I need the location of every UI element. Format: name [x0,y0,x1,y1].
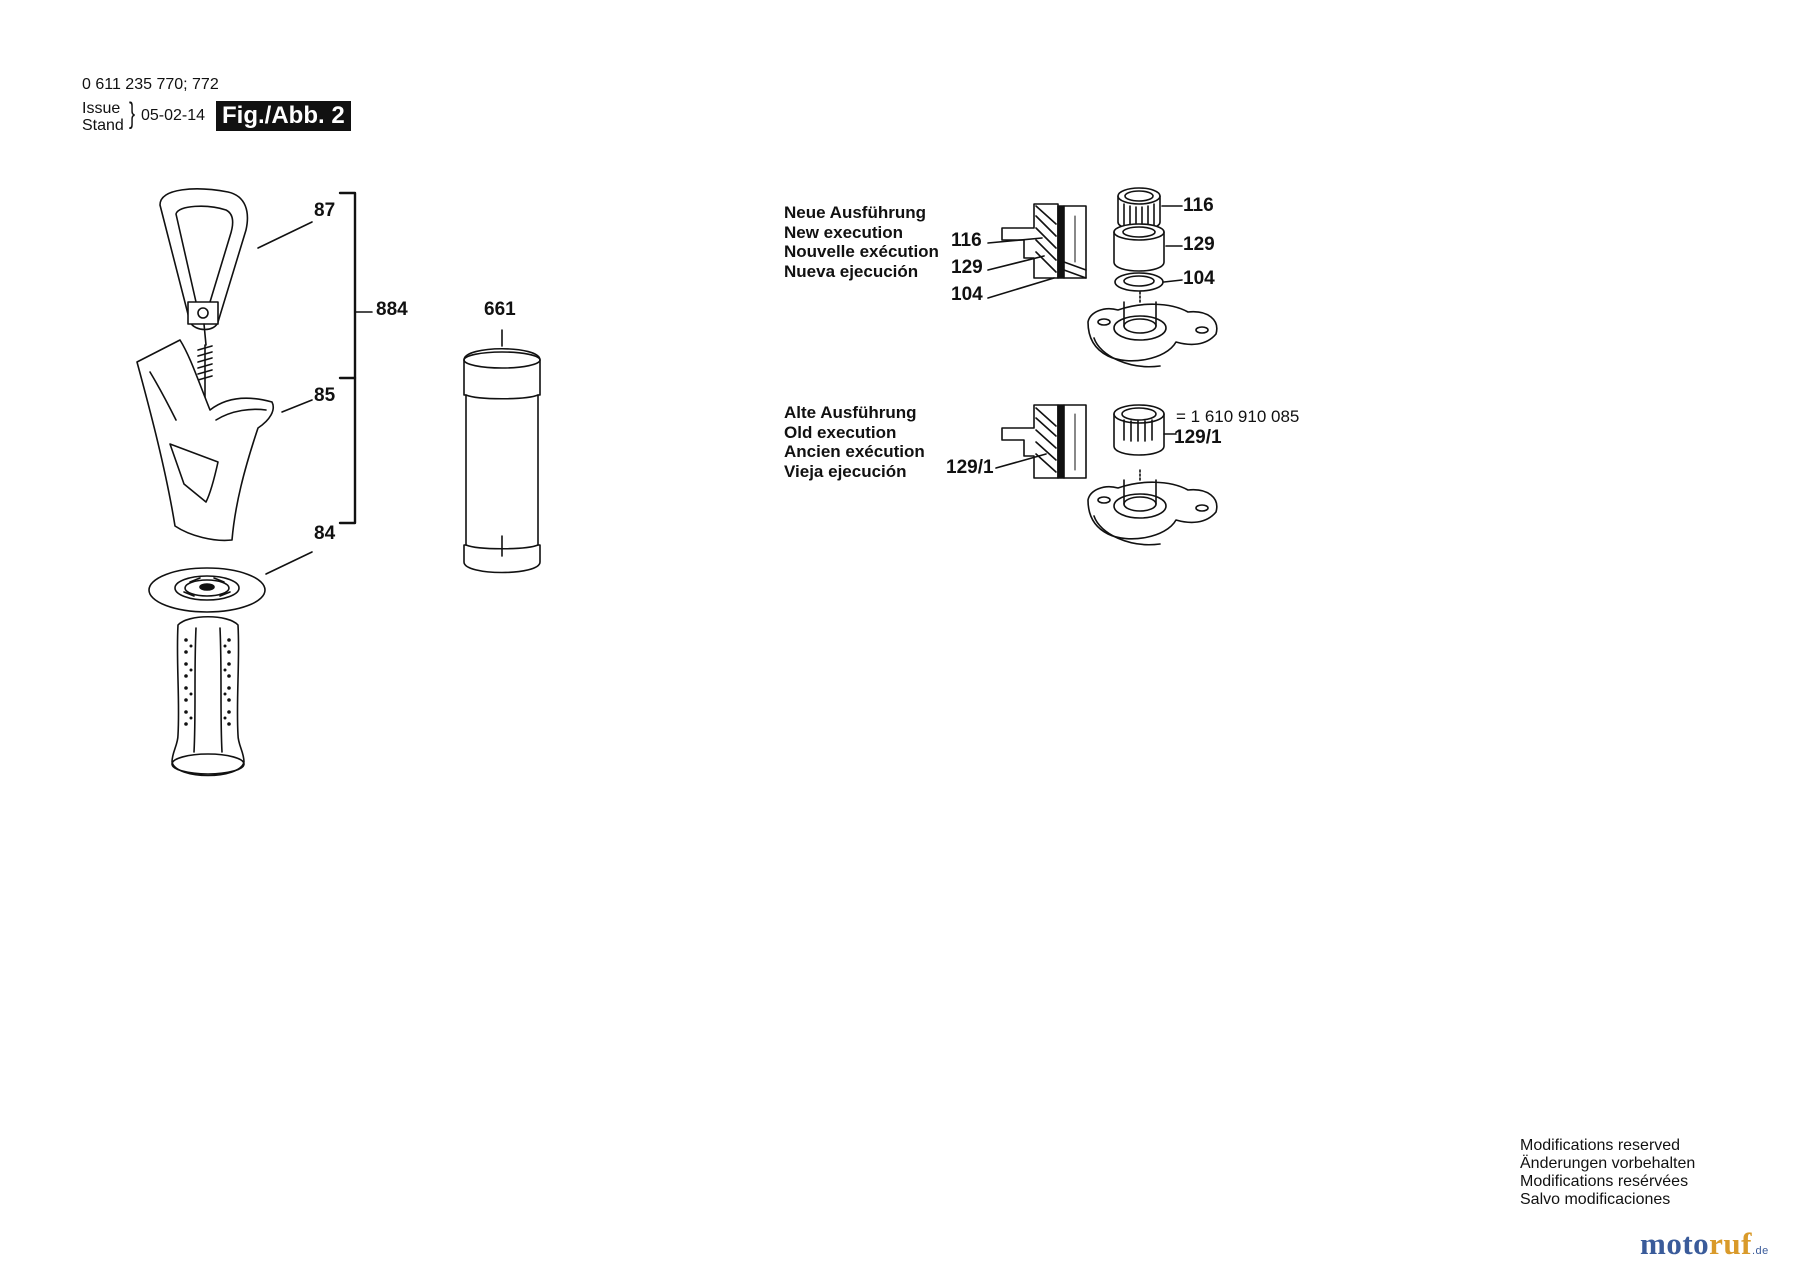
old-execution-de: Alte Ausführung [784,403,917,422]
brand-text-part1: moto [1640,1226,1710,1261]
old-execution-labels: Alte Ausführung Old execution Ancien exé… [784,403,925,481]
bearing-flange-icon [1087,291,1218,368]
old-right-129-1: 129/1 [1174,427,1222,448]
new-execution-es: Nueva ejecución [784,261,919,281]
part-number-84: 84 [314,523,336,544]
old-execution-en: Old execution [784,422,897,442]
housing-section-icon [1001,203,1087,279]
part-number-661: 661 [484,299,516,320]
new-left-104: 104 [951,284,983,305]
modifications-es: Salvo modificaciones [1520,1191,1671,1208]
old-left-129-1: 129/1 [946,457,994,478]
issue-date: 05-02-14 [141,107,206,124]
modifications-en: Modifications reserved [1520,1137,1681,1154]
grip-handle-icon [171,616,245,777]
washer-ring-icon [1114,272,1164,292]
new-right-116: 116 [1183,195,1214,216]
part-number-85: 85 [314,385,336,406]
brand-suffix: .de [1751,1245,1769,1257]
clamp-bracket-icon [136,339,274,542]
sleeve-tube-icon [463,329,541,574]
strap-icon [159,188,249,421]
issue-bracket: } [129,97,136,130]
modifications-notice: Modifications reserved Änderungen vorbeh… [1520,1137,1695,1209]
brand-logo: motoruf.de [1640,1226,1769,1262]
housing-section-icon [1001,404,1087,479]
brand-text-part2: ruf [1709,1226,1752,1261]
new-execution-fr: Nouvelle exécution [784,242,939,261]
handle-disc-icon [148,567,266,613]
new-right-104: 104 [1183,268,1215,289]
figure-label: Fig./Abb. 2 [216,101,351,131]
part-number-87: 87 [314,200,336,221]
part-number-884: 884 [376,299,408,320]
new-execution-en: New execution [784,222,904,242]
old-execution-es: Vieja ejecución [784,461,907,481]
new-execution-de: Neue Ausführung [784,203,926,222]
issue-label: Issue [82,100,121,117]
bearing-bush-icon [1113,223,1165,272]
new-left-116: 116 [951,230,982,251]
modifications-fr: Modifications resérvées [1520,1173,1689,1190]
needle-bearing-icon [1113,404,1165,456]
bearing-flange-icon [1087,469,1218,546]
new-right-129: 129 [1183,234,1215,255]
needle-bearing-icon [1117,187,1161,231]
old-execution-fr: Ancien exécution [784,442,925,461]
replacement-part-note: = 1 610 910 085 [1176,407,1300,426]
document-number: 0 611 235 770; 772 [82,76,219,93]
modifications-de: Änderungen vorbehalten [1520,1155,1696,1172]
new-left-129: 129 [951,257,983,278]
stand-label: Stand [82,117,124,134]
new-execution-labels: Neue Ausführung New execution Nouvelle e… [784,203,939,281]
